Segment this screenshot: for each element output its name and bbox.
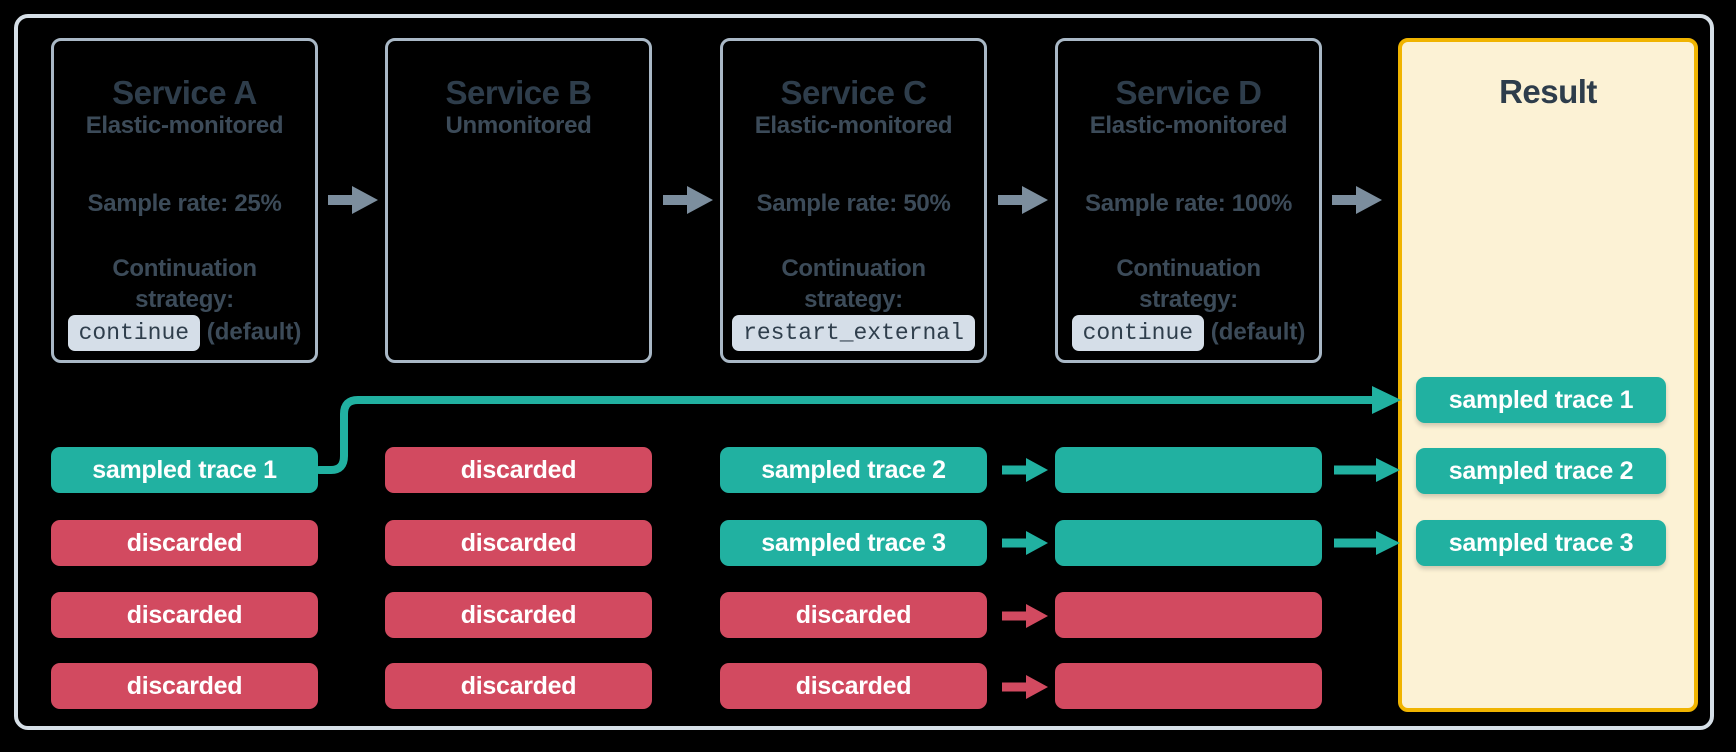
trace-pill-a-2: discarded	[51, 520, 318, 566]
service-d-strategy-code-pill: continue	[1071, 314, 1205, 351]
trace-pill-b-4: discarded	[385, 663, 652, 709]
result-trace-pill-1: sampled trace 1	[1416, 377, 1666, 423]
result-title: Result	[1499, 73, 1597, 110]
trace-pill-b-2: discarded	[385, 520, 652, 566]
service-b-monitoring: Unmonitored	[445, 112, 592, 139]
trace-pill-a-3: discarded	[51, 592, 318, 638]
service-c-sample-rate: Sample rate: 50%	[756, 190, 951, 217]
result-trace-pill-3: sampled trace 3	[1416, 520, 1666, 566]
trace-pill-c-4: discarded	[720, 663, 987, 709]
trace-pill-c-1: sampled trace 2	[720, 447, 987, 493]
service-c-strategy-row: restart_external	[723, 313, 984, 351]
service-a-strategy-code-pill: continue	[67, 314, 201, 351]
service-c-continuation-label: Continuation strategy:	[781, 255, 926, 313]
service-d-monitoring: Elastic-monitored	[1089, 112, 1288, 139]
service-a-continuation-label: Continuation strategy:	[112, 255, 257, 313]
service-a-strategy-default-label: (default)	[206, 318, 302, 346]
trace-pill-d-3	[1055, 592, 1322, 638]
trace-pill-c-3: discarded	[720, 592, 987, 638]
service-c-monitoring: Elastic-monitored	[754, 112, 953, 139]
service-a-sample-rate: Sample rate: 25%	[87, 190, 282, 217]
service-a-title: Service A	[112, 74, 257, 111]
diagram-outer-frame	[14, 14, 1714, 730]
trace-pill-b-3: discarded	[385, 592, 652, 638]
service-c-box: Service C Elastic-monitored Sample rate:…	[720, 38, 987, 363]
service-c-strategy-code-pill: restart_external	[732, 314, 975, 351]
result-trace-pill-2: sampled trace 2	[1416, 448, 1666, 494]
service-a-strategy-row: continue (default)	[54, 313, 315, 352]
service-b-box: Service B Unmonitored	[385, 38, 652, 363]
trace-pill-d-1	[1055, 447, 1322, 493]
trace-pill-b-1: discarded	[385, 447, 652, 493]
service-d-sample-rate: Sample rate: 100%	[1084, 190, 1292, 217]
trace-pill-d-2	[1055, 520, 1322, 566]
service-d-strategy-default-label: (default)	[1210, 318, 1306, 346]
trace-pill-d-4	[1055, 663, 1322, 709]
trace-pill-a-4: discarded	[51, 663, 318, 709]
trace-pill-c-2: sampled trace 3	[720, 520, 987, 566]
trace-pill-a-1: sampled trace 1	[51, 447, 318, 493]
service-d-box: Service D Elastic-monitored Sample rate:…	[1055, 38, 1322, 363]
service-d-continuation-label: Continuation strategy:	[1116, 255, 1261, 313]
service-d-title: Service D	[1115, 74, 1262, 111]
service-c-title: Service C	[780, 74, 927, 111]
service-a-monitoring: Elastic-monitored	[85, 112, 284, 139]
service-d-strategy-row: continue (default)	[1058, 313, 1319, 352]
service-a-box: Service A Elastic-monitored Sample rate:…	[51, 38, 318, 363]
result-box: Result	[1398, 38, 1698, 712]
service-b-title: Service B	[445, 74, 592, 111]
